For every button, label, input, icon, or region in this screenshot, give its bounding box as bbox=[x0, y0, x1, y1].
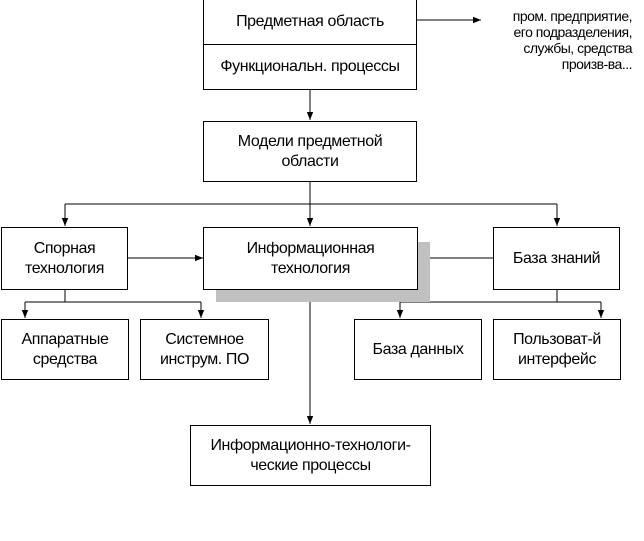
subject-models-line-2: области bbox=[281, 152, 339, 170]
system-tools-box: Системное инструм. ПО bbox=[140, 319, 269, 380]
note-line-2: его подразделения, bbox=[513, 24, 633, 40]
user-interface-line-2: интерфейс bbox=[517, 350, 597, 368]
functional-processes-box: Функциональн. процессы bbox=[203, 44, 417, 90]
knowledge-base-box: База знаний bbox=[493, 227, 620, 290]
hardware-line-1: Аппаратные bbox=[21, 330, 109, 348]
user-interface-line-1: Пользоват-й bbox=[513, 330, 601, 348]
system-tools-line-1: Системное bbox=[165, 330, 244, 348]
support-tech-box: Спорная технология bbox=[1, 227, 128, 290]
it-processes-box: Информационно-технологи- ческие процессы bbox=[190, 425, 431, 486]
info-tech-box: Информационная технология bbox=[203, 227, 418, 290]
system-tools-line-2: инструм. ПО bbox=[159, 350, 250, 368]
subject-area-label: Предметная область bbox=[236, 12, 384, 30]
note-line-1: пром. предприятие, bbox=[512, 8, 633, 24]
info-tech-line-1: Информационная bbox=[246, 239, 375, 257]
database-label: База данных bbox=[372, 340, 464, 358]
subject-models-box: Модели предметной области bbox=[203, 121, 417, 182]
subject-area-box: Предметная область bbox=[203, 0, 417, 45]
knowledge-base-label: База знаний bbox=[512, 249, 601, 267]
hardware-box: Аппаратные средства bbox=[1, 319, 129, 380]
info-tech-line-2: технология bbox=[271, 259, 350, 277]
hardware-line-2: средства bbox=[32, 350, 98, 368]
note-line-4: произв-ва... bbox=[561, 56, 633, 72]
database-box: База данных bbox=[354, 319, 482, 380]
functional-processes-label: Функциональн. процессы bbox=[220, 58, 400, 75]
support-tech-line-2: технология bbox=[25, 259, 104, 277]
subject-models-line-1: Модели предметной bbox=[237, 132, 383, 150]
it-processes-line-1: Информационно-технологи- bbox=[210, 436, 411, 454]
note-line-3: службы, средства bbox=[523, 40, 632, 56]
user-interface-box: Пользоват-й интерфейс bbox=[493, 319, 621, 380]
subject-area-note: пром. предприятие, его подразделения, сл… bbox=[470, 8, 633, 72]
it-processes-line-2: ческие процессы bbox=[250, 456, 371, 474]
support-tech-line-1: Спорная bbox=[33, 239, 96, 257]
